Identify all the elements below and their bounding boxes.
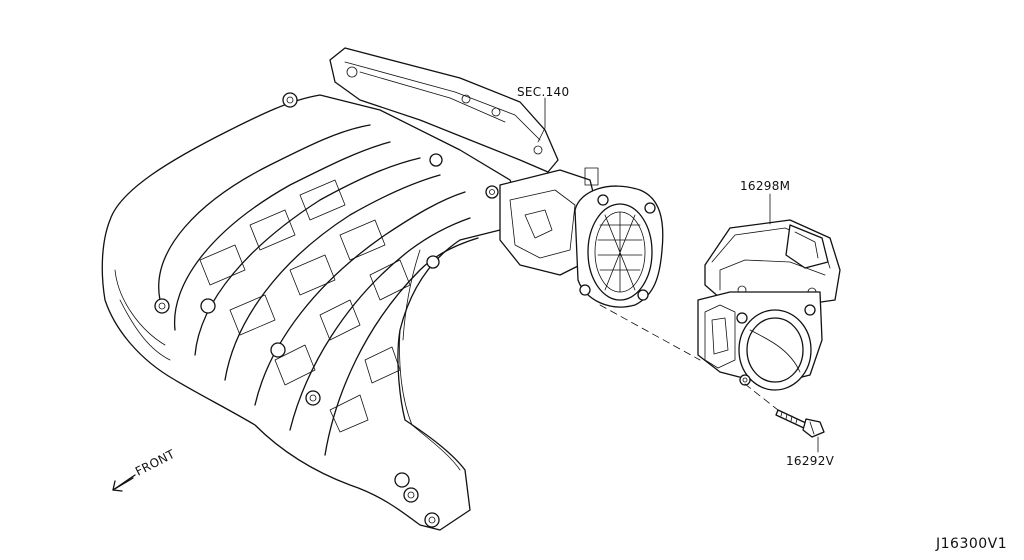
throttle-body-part-number: 16298M bbox=[740, 179, 790, 193]
sec-reference-label: SEC.140 bbox=[517, 85, 569, 99]
diagram-code: J16300V1 bbox=[935, 536, 1007, 552]
bolt-drawing[interactable] bbox=[775, 409, 825, 438]
leader-lines bbox=[537, 97, 819, 453]
throttle-body-drawing[interactable] bbox=[697, 219, 841, 391]
bolt-part-number: 16292V bbox=[786, 454, 835, 468]
intake-manifold-drawing[interactable] bbox=[101, 47, 664, 531]
front-arrow-icon bbox=[112, 474, 136, 492]
front-direction-label: FRONT bbox=[133, 447, 178, 479]
